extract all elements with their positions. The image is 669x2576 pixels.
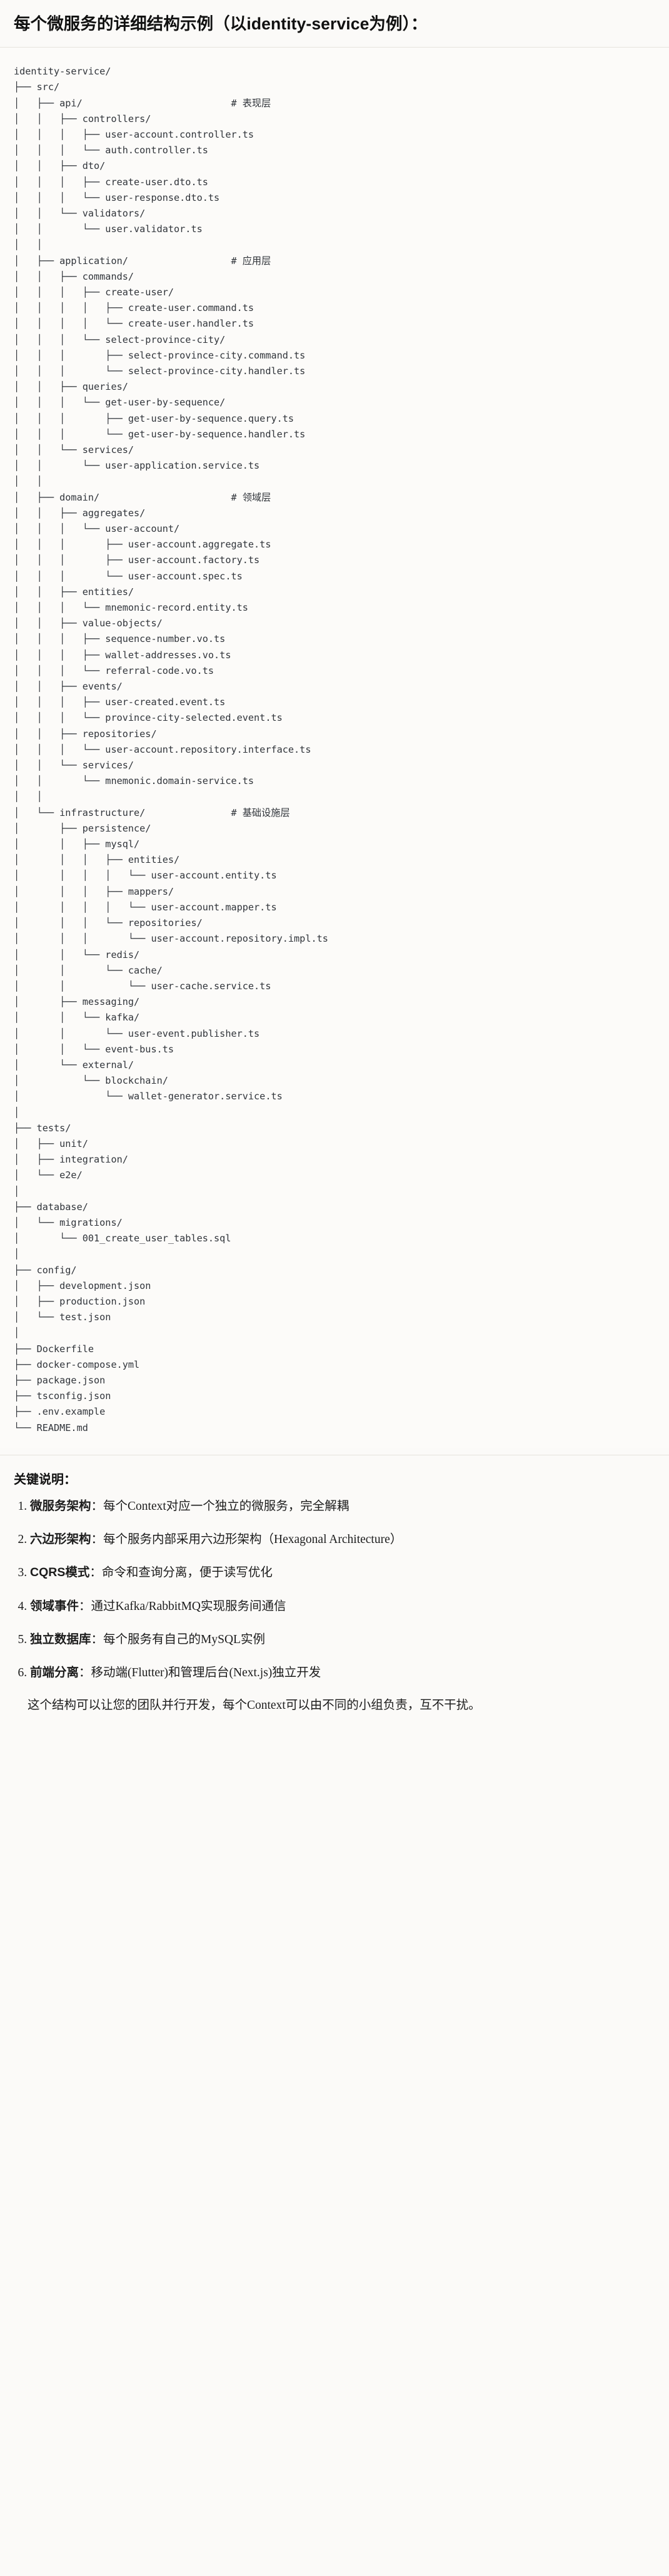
note-separator: ：: [89, 1566, 102, 1580]
note-description: 每个Context对应一个独立的微服务，完全解耦: [103, 1499, 350, 1513]
directory-tree: identity-service/ ├── src/ │ ├── api/ # …: [14, 66, 328, 1433]
list-item: 领域事件：通过Kafka/RabbitMQ实现服务间通信: [30, 1597, 653, 1616]
note-description: 通过Kafka/RabbitMQ实现服务间通信: [91, 1599, 286, 1613]
note-term: 前端分离: [30, 1666, 79, 1680]
note-description: 每个服务内部采用六边形架构（Hexagonal Architecture）: [103, 1533, 403, 1547]
key-notes-title: 关键说明：: [14, 1472, 76, 1487]
note-description: 每个服务有自己的MySQL实例: [103, 1632, 265, 1646]
note-description: 移动端(Flutter)和管理后台(Next.js)独立开发: [91, 1666, 321, 1680]
document-page: 每个微服务的详细结构示例（以identity-service为例）： ident…: [0, 0, 669, 1736]
title-divider: [0, 47, 669, 48]
list-item: 六边形架构：每个服务内部采用六边形架构（Hexagonal Architectu…: [30, 1530, 653, 1549]
note-term: 六边形架构: [30, 1532, 91, 1547]
list-item: 前端分离：移动端(Flutter)和管理后台(Next.js)独立开发: [30, 1664, 653, 1682]
list-item: 微服务架构：每个Context对应一个独立的微服务，完全解耦: [30, 1497, 653, 1515]
note-separator: ：: [79, 1599, 91, 1613]
note-separator: ：: [79, 1666, 91, 1680]
list-item: CQRS模式：命令和查询分离，便于读写优化: [30, 1564, 653, 1582]
note-term: 微服务架构: [30, 1499, 91, 1513]
note-term: 领域事件: [30, 1599, 79, 1613]
list-item: 独立数据库：每个服务有自己的MySQL实例: [30, 1631, 653, 1649]
note-term: CQRS模式: [30, 1565, 90, 1580]
note-separator: ：: [91, 1499, 104, 1513]
closing-paragraph: 这个结构可以让您的团队并行开发，每个Context可以由不同的小组负责，互不干扰…: [28, 1699, 481, 1713]
key-notes-list: 微服务架构：每个Context对应一个独立的微服务，完全解耦 六边形架构：每个服…: [14, 1497, 653, 1683]
note-term: 独立数据库: [30, 1632, 91, 1646]
page-title: 每个微服务的详细结构示例（以identity-service为例）：: [14, 14, 428, 33]
note-separator: ：: [91, 1533, 104, 1547]
code-block: identity-service/ ├── src/ │ ├── api/ # …: [0, 48, 669, 1448]
note-separator: ：: [91, 1632, 104, 1646]
key-notes-section: 关键说明： 微服务架构：每个Context对应一个独立的微服务，完全解耦 六边形…: [0, 1455, 669, 1736]
note-description: 命令和查询分离，便于读写优化: [101, 1566, 273, 1580]
